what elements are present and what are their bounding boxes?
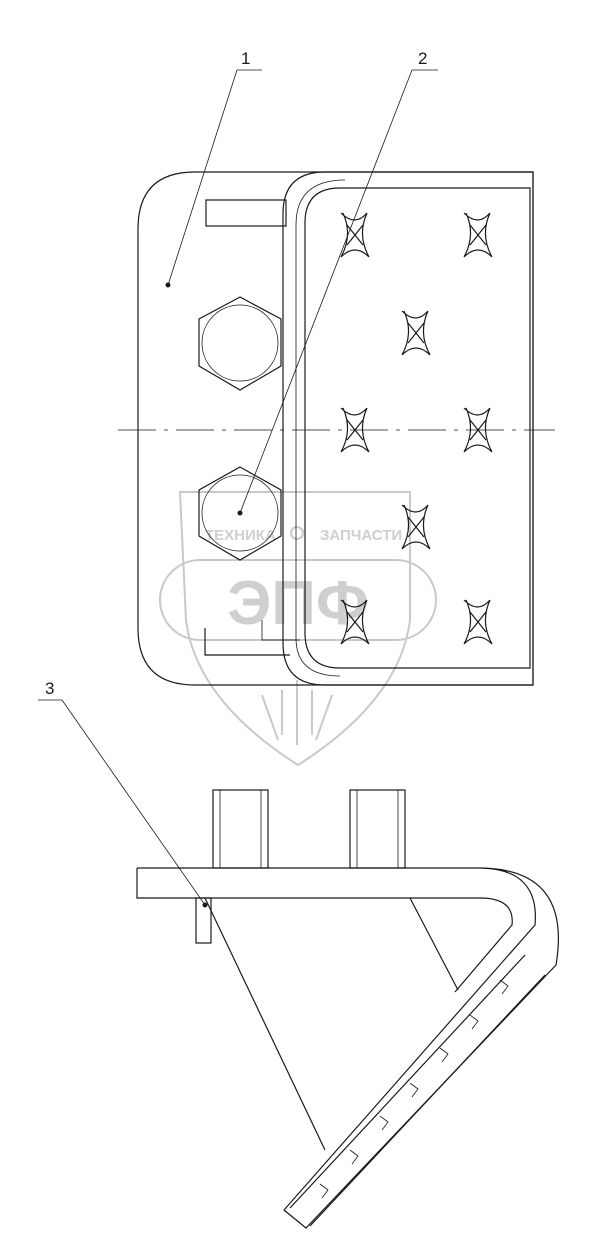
callout-1-dot xyxy=(165,282,171,288)
tooth-mark xyxy=(401,504,431,550)
tooth-mark xyxy=(463,599,493,645)
pad-side-profile xyxy=(289,954,546,1227)
watermark-gear-icon xyxy=(290,526,304,540)
bolt-shank-left xyxy=(212,789,269,869)
wheat-icon xyxy=(261,680,333,745)
pad-side-teeth xyxy=(319,979,509,1199)
watermark: ТЕХНИКА ЗАПЧАСТИ ЭПФ xyxy=(159,491,437,767)
pad-outer-outline xyxy=(282,171,534,686)
watermark-right-text: ЗАПЧАСТИ xyxy=(320,527,402,544)
callout-2-label: 2 xyxy=(418,49,427,68)
callout-3-leader xyxy=(61,699,206,906)
top-view: 1 2 xyxy=(118,49,555,686)
watermark-left-text: ТЕХНИКА xyxy=(205,527,276,544)
bolt-upper xyxy=(198,296,282,391)
bracket-side-inner xyxy=(136,868,513,993)
pad-inner-outline xyxy=(304,187,531,669)
strut-right xyxy=(409,897,459,991)
callout-1-leader xyxy=(167,69,238,286)
callout-1-label: 1 xyxy=(241,49,250,68)
callout-2-dot xyxy=(237,510,243,516)
watermark-logo-text: ЭПФ xyxy=(227,569,369,638)
tooth-mark xyxy=(340,212,370,258)
tooth-mark xyxy=(401,310,431,356)
bolt-lower xyxy=(198,466,282,561)
callout-3-label: 3 xyxy=(45,679,54,698)
nut-stub xyxy=(195,897,212,944)
bolt-shank-right xyxy=(349,789,406,869)
bracket-slot xyxy=(205,199,287,227)
callout-3-dot xyxy=(202,902,208,908)
pad-middle-line xyxy=(295,179,346,677)
strut-left xyxy=(204,897,326,1151)
watermark-shield xyxy=(178,491,411,767)
side-view: 3 xyxy=(38,679,560,1229)
bracket-lower-step xyxy=(204,628,290,656)
bracket-side-profile xyxy=(137,867,560,1229)
bracket-plate-outline xyxy=(137,171,534,686)
callout-2-leader xyxy=(239,69,413,514)
pad-teeth xyxy=(340,212,493,645)
tooth-mark xyxy=(340,599,370,645)
tooth-mark xyxy=(463,212,493,258)
bracket-lower-edge xyxy=(261,620,300,641)
